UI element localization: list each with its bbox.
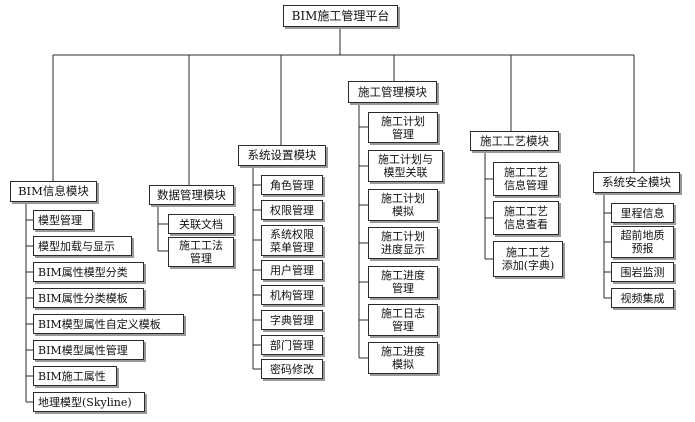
bim-item-model-loading: 模型加载与显示: [33, 236, 132, 256]
settings-item-menu-permission: 系统权限 菜单管理: [261, 225, 323, 256]
settings-item-role: 角色管理: [261, 175, 323, 195]
construction-item-plan-progress: 施工计划 进度显示: [368, 227, 438, 259]
safety-item-geological-forecast: 超前地质 预报: [611, 226, 674, 258]
safety-item-mileage: 里程信息: [611, 203, 674, 223]
settings-item-password: 密码修改: [261, 359, 323, 379]
module-data-management: 数据管理模块: [149, 185, 234, 205]
settings-item-permission: 权限管理: [261, 200, 323, 220]
safety-item-video-integration: 视频集成: [611, 288, 674, 308]
bim-item-geo-model: 地理模型(Skyline): [33, 392, 145, 412]
root-node: BIM施工管理平台: [283, 5, 398, 27]
construction-item-plan-model-link: 施工计划与 模型关联: [368, 150, 443, 182]
bim-item-construction-attr: BIM施工属性: [33, 366, 117, 386]
process-item-info-management: 施工工艺 信息管理: [493, 162, 559, 196]
module-system-safety: 系统安全模块: [593, 172, 680, 193]
settings-item-organization: 机构管理: [261, 285, 323, 305]
module-system-settings: 系统设置模块: [238, 145, 326, 166]
construction-item-plan-management: 施工计划 管理: [368, 112, 438, 143]
safety-item-rock-monitoring: 围岩监测: [611, 262, 674, 282]
settings-item-user: 用户管理: [261, 260, 323, 280]
construction-item-progress-simulation: 施工进度 模拟: [368, 342, 438, 374]
module-construction-management: 施工管理模块: [348, 81, 437, 103]
construction-item-log-management: 施工日志 管理: [368, 304, 438, 336]
bim-item-attr-model-class: BIM属性模型分类: [33, 262, 144, 282]
process-item-add-dictionary: 施工工艺 添加(字典): [493, 241, 563, 277]
bim-item-attr-class-template: BIM属性分类模板: [33, 288, 144, 308]
process-item-info-view: 施工工艺 信息查看: [493, 201, 559, 235]
bim-item-model-management: 模型管理: [33, 210, 93, 230]
construction-item-plan-simulation: 施工计划 模拟: [368, 189, 438, 221]
settings-item-dictionary: 字典管理: [261, 310, 323, 330]
module-bim-info: BIM信息模块: [10, 181, 97, 202]
data-item-construction-method: 施工工法 管理: [168, 237, 234, 267]
module-construction-process: 施工工艺模块: [470, 131, 559, 151]
data-item-related-docs: 关联文档: [168, 214, 234, 234]
bim-item-custom-template: BIM模型属性自定义模板: [33, 314, 184, 334]
construction-item-progress-management: 施工进度 管理: [368, 266, 438, 298]
settings-item-department: 部门管理: [261, 335, 323, 355]
bim-item-attr-management: BIM模型属性管理: [33, 340, 144, 360]
